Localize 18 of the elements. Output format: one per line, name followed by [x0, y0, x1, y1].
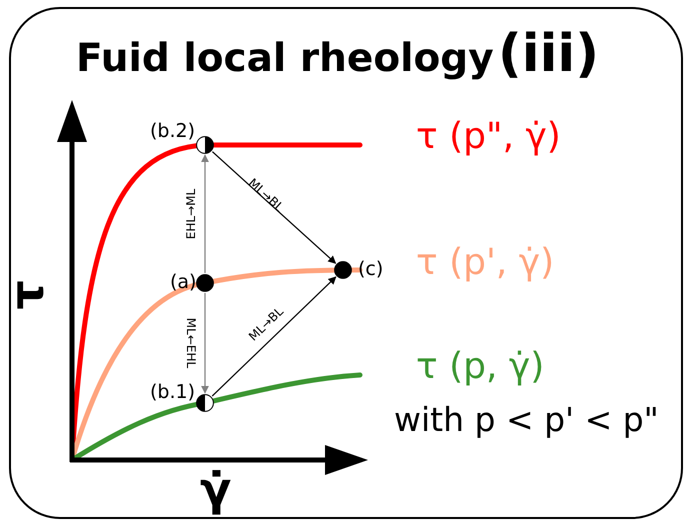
panel-number: (iii) — [498, 24, 600, 84]
point-label: (b.2) — [150, 120, 196, 142]
curve-label: τ (p, γ̇) — [416, 346, 544, 387]
arrow — [201, 293, 209, 394]
condition-note: with p < p' < p" — [394, 400, 659, 439]
curve-label: τ (p", γ̇) — [416, 116, 561, 157]
point-label: (a) — [170, 271, 196, 293]
title: Fuid local rheology — [76, 36, 494, 81]
arrow — [212, 151, 336, 264]
edge-label: EHL→ML — [184, 188, 198, 240]
arrow — [201, 154, 209, 273]
edge-label: ML←EHL — [184, 318, 198, 368]
axis-label: γ̇ — [200, 462, 232, 516]
arrow — [212, 276, 336, 396]
point-label: (c) — [358, 258, 384, 280]
curve-label: τ (p', γ̇) — [416, 242, 554, 283]
axis-label: τ — [0, 280, 54, 310]
point-label: (b.1) — [150, 381, 196, 403]
